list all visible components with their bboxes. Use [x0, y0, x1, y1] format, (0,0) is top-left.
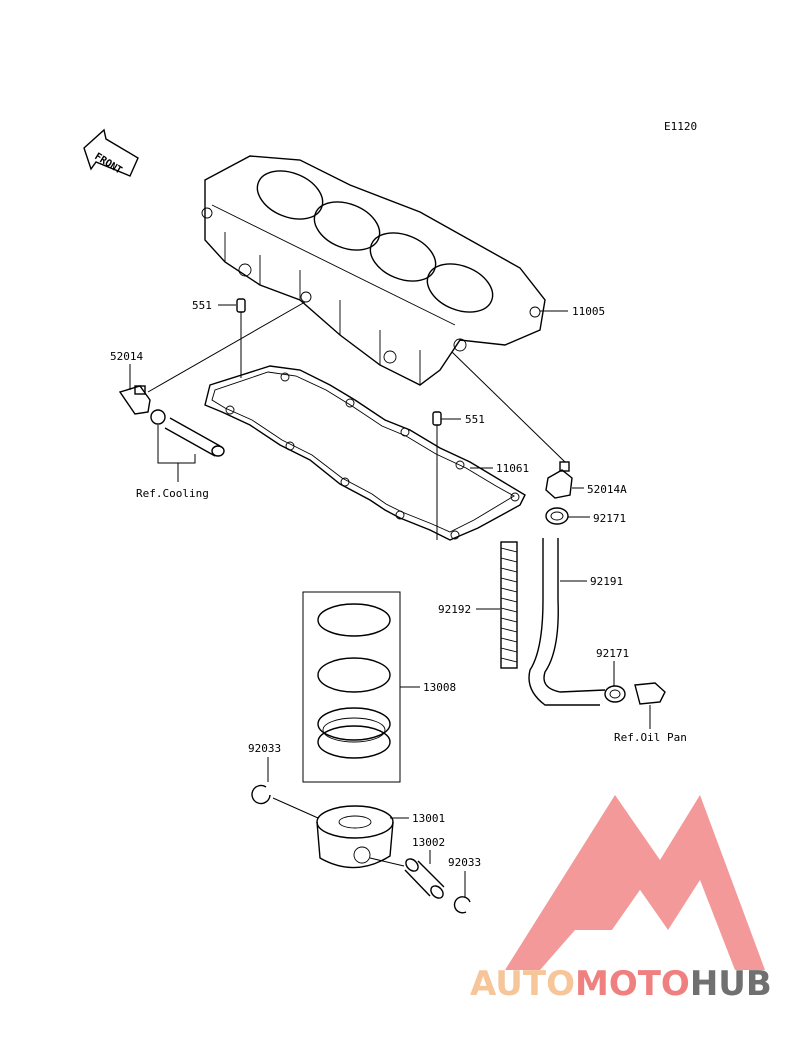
stud-bolt-92192: [500, 541, 518, 669]
circlip-left: [251, 784, 271, 805]
front-arrow-icon: FRONT: [83, 128, 139, 177]
label-551-top: 551: [192, 299, 212, 312]
label-92192: 92192: [438, 603, 471, 616]
piston: [316, 805, 394, 869]
ref-oil-pan: Ref.Oil Pan: [614, 731, 687, 744]
label-52014: 52014: [110, 350, 143, 363]
ref-cooling: Ref.Cooling: [136, 487, 209, 500]
circlip-right: [453, 896, 471, 914]
watermark-text: AUTOMOTOHUB: [470, 964, 772, 1004]
fitting-52014a: [545, 461, 573, 499]
fitting-52014: [118, 385, 151, 415]
cylinder-gasket: [204, 365, 526, 541]
piston-pin: [404, 858, 445, 899]
label-13008: 13008: [423, 681, 456, 694]
label-52014a: 52014A: [587, 483, 627, 496]
clamp-92171-top: [545, 507, 569, 525]
label-11005: 11005: [572, 305, 605, 318]
cylinder-block: [201, 155, 546, 386]
watermark-logo-icon: [505, 795, 765, 970]
label-551-mid: 551: [465, 413, 485, 426]
label-13002: 13002: [412, 836, 445, 849]
dowel-pin-mid: [432, 411, 442, 426]
label-92171-bottom: 92171: [596, 647, 629, 660]
clamp-92171-bottom: [604, 682, 666, 705]
dowel-pin-top: [236, 298, 246, 313]
hose-92191: [528, 538, 606, 706]
label-92171-top: 92171: [593, 512, 626, 525]
label-92033-left: 92033: [248, 742, 281, 755]
label-13001: 13001: [412, 812, 445, 825]
svg-text:FRONT: FRONT: [92, 151, 123, 176]
piston-rings: [317, 603, 391, 759]
diagram-code: E1120: [664, 120, 697, 133]
cooling-hose: [150, 409, 225, 457]
label-11061: 11061: [496, 462, 529, 475]
label-92191: 92191: [590, 575, 623, 588]
label-92033-right: 92033: [448, 856, 481, 869]
